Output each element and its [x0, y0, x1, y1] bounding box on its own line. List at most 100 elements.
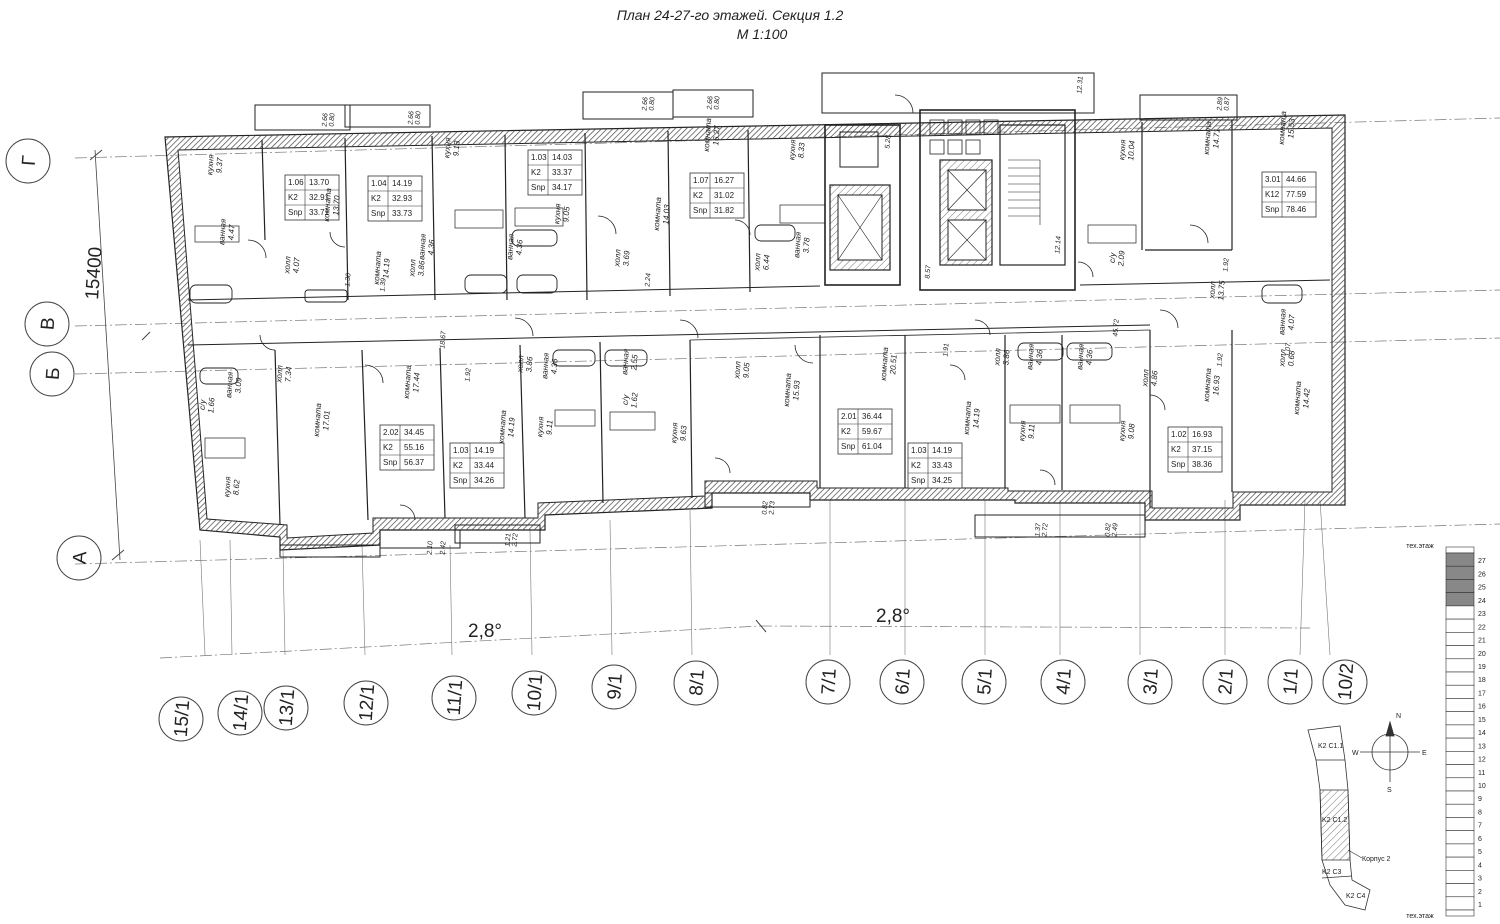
dimension-value: 18.67	[439, 330, 447, 349]
floor-number: 21	[1478, 638, 1486, 645]
floor-number: 20	[1478, 651, 1486, 658]
floor-number: 5	[1478, 849, 1482, 856]
room-area: 4.36	[1034, 349, 1044, 366]
col-label-7: 9/1	[604, 673, 627, 701]
room-area: 17.44	[411, 372, 421, 393]
dimension-value: 2.10	[426, 541, 434, 556]
dimension-value: 1.92	[465, 368, 473, 382]
col-label-15: 1/1	[1280, 668, 1303, 696]
col-label-6: 10/1	[524, 673, 548, 711]
room-name: холл	[274, 364, 284, 383]
dimension-value: 2.66	[706, 96, 714, 111]
angle-left: 2,8°	[468, 621, 502, 642]
floor-number: 22	[1478, 624, 1486, 631]
keyplan-caption: Корпус 2	[1362, 856, 1391, 863]
dimension-value: 2.66	[321, 113, 329, 128]
room-area: 2.09	[1116, 250, 1126, 268]
floor-cell	[1445, 684, 1475, 699]
dimension-value: 0.82	[1105, 523, 1113, 537]
dimension-value: 45.72	[1112, 319, 1120, 337]
room-area: 14.19	[506, 417, 516, 438]
apartment-cell: K2	[531, 168, 541, 177]
room-area: 4.36	[514, 239, 524, 256]
apartment-cell: 16.93	[1192, 430, 1213, 439]
floor-cell	[1445, 698, 1475, 712]
floor-cell	[1445, 632, 1475, 646]
dimension-value: 2.73	[768, 501, 776, 516]
apartment-cell: Snp	[288, 208, 303, 217]
keyplan-label-2: K2 C1.2	[1322, 817, 1347, 824]
room-area: 3.86	[416, 260, 426, 277]
room-area: 3.86	[1001, 349, 1011, 366]
apartment-cell: 33.73	[392, 209, 413, 218]
floor-cell	[1445, 883, 1475, 898]
room-name: холл	[282, 255, 292, 274]
apartment-cell: 1.04	[371, 179, 387, 188]
floor-cell	[1445, 830, 1475, 845]
room-name: холл	[732, 360, 742, 379]
axis-marker-b: Б	[29, 351, 75, 397]
room-area: 3.78	[801, 237, 811, 254]
col-label-13: 3/1	[1140, 668, 1163, 696]
axis-label-b: Б	[43, 367, 65, 381]
apartment-cell: 14.03	[552, 153, 573, 162]
room-name: кухня	[1117, 420, 1127, 442]
dimension-value: 1.91	[943, 343, 951, 357]
room-area: 17.01	[321, 410, 331, 431]
dimension-value: 2.72	[1041, 523, 1049, 538]
floor-number: 17	[1478, 690, 1486, 697]
room-area: 15.53	[1286, 118, 1296, 139]
room-name: комната	[1202, 120, 1213, 155]
apartment-cell: 34.26	[474, 476, 495, 485]
plan-scale: М 1:100	[737, 26, 788, 42]
dimension-value: 8.57	[925, 264, 933, 279]
floor-cell	[1445, 737, 1475, 752]
column-lines	[199, 499, 1331, 656]
room-name: с/у	[198, 398, 208, 410]
keyplan-label-3: K2 C3	[1322, 869, 1342, 876]
apartment-cell: K2	[453, 461, 463, 470]
floor-cell	[1445, 565, 1475, 580]
room-name: ванная	[224, 371, 235, 398]
apartment-cell: 1.02	[1171, 430, 1187, 439]
floor-cell	[1445, 711, 1475, 726]
plan-title: План 24-27-го этажей. Секция 1.2	[617, 7, 844, 23]
col-axis-6: 10/1	[511, 670, 557, 716]
room-name: кухня	[787, 139, 797, 161]
room-name: комната	[782, 372, 793, 407]
col-label-10: 6/1	[892, 668, 915, 696]
apartment-cell: Snp	[371, 209, 386, 218]
dimension-value: 1.92	[1223, 258, 1231, 272]
room-area: 4.36	[426, 239, 436, 256]
col-axis-4: 12/1	[343, 680, 389, 726]
room-name: кухня	[552, 203, 562, 225]
floor-cell	[1445, 724, 1475, 739]
col-axis-16: 10/2	[1322, 659, 1368, 705]
dimension-value: 12.31	[1076, 76, 1084, 94]
floor-cell-tech-top	[1445, 546, 1475, 554]
key-plan: K2 C1.1 K2 C1.2 K2 C3 K2 C4 Корпус 2	[1307, 725, 1391, 911]
col-axis-13: 3/1	[1127, 659, 1173, 705]
room-area: 14.42	[1301, 388, 1311, 409]
room-name: с/у	[1108, 251, 1118, 263]
col-axis-15: 1/1	[1267, 659, 1313, 705]
